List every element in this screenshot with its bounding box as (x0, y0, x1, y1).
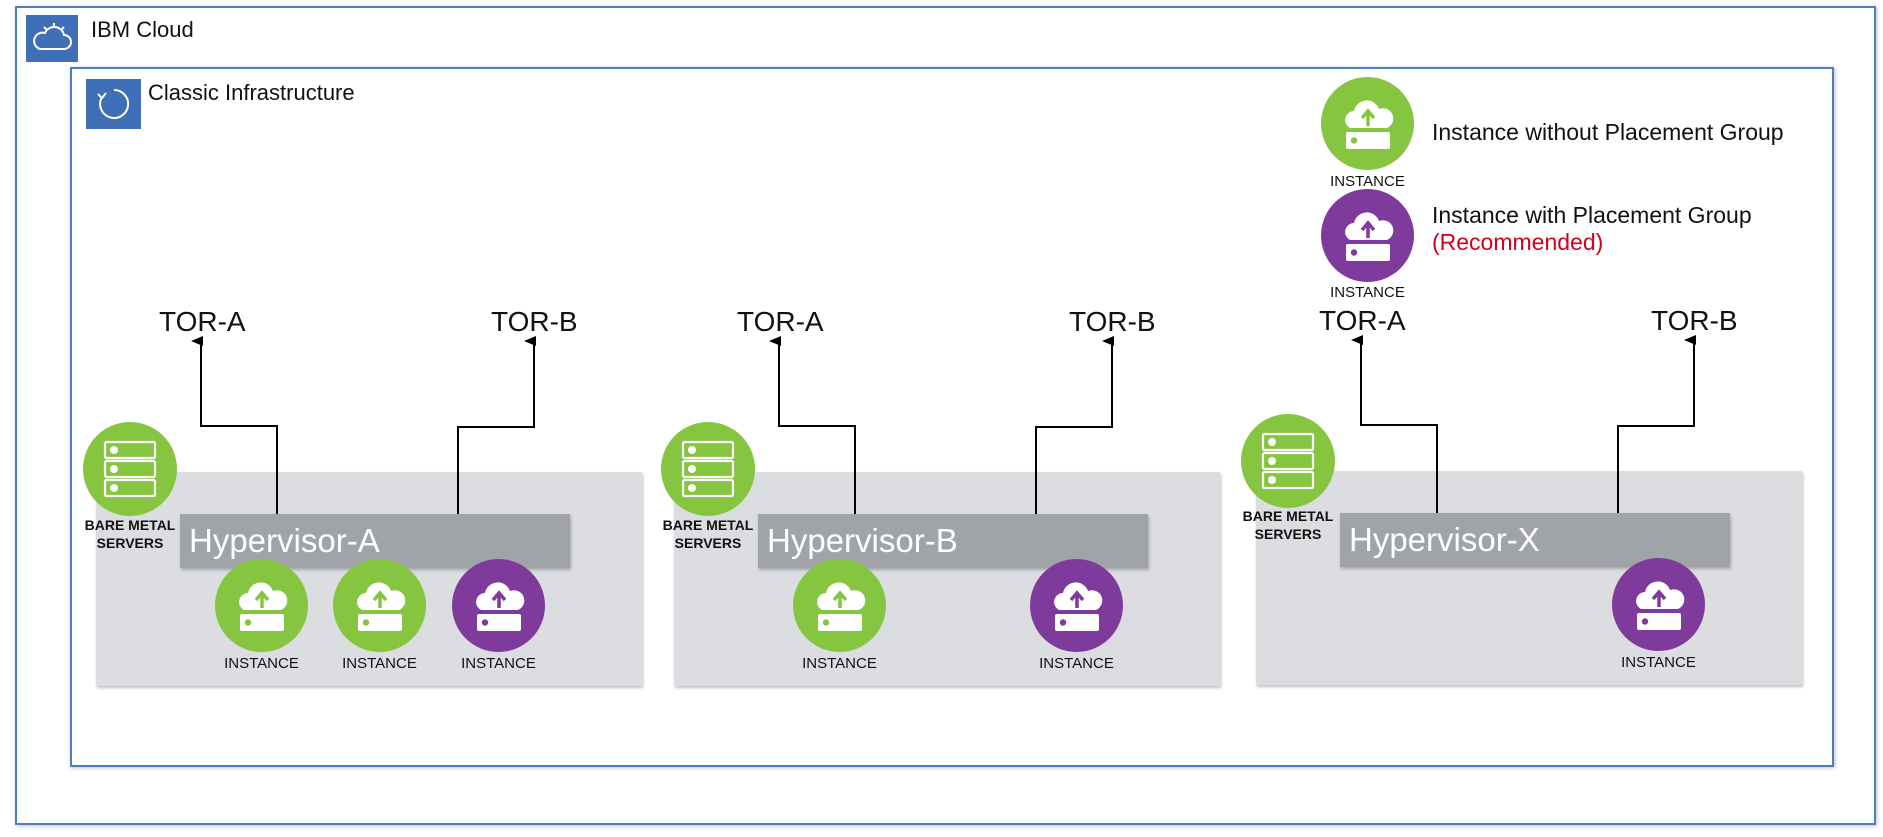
hypervisor-x-bar: Hypervisor-X (1340, 513, 1730, 567)
link-hypervisor-a-tor-b (457, 336, 536, 514)
host-x-bare-metal-line1: BARE METAL (1242, 508, 1334, 524)
host-a-tor-a-label: TOR-A (159, 306, 246, 337)
host-x-tor-b-label: TOR-B (1651, 305, 1738, 336)
instance-icon (452, 559, 545, 652)
legend-recommended-note: (Recommended) (1432, 229, 1604, 255)
instance-icon (215, 559, 308, 652)
host-b-bare-metal-line1: BARE METAL (662, 517, 754, 533)
refresh-icon (86, 79, 141, 129)
bare-metal-server-icon (83, 422, 177, 516)
instance-caption: INSTANCE (461, 655, 536, 672)
classic-infrastructure-frame (70, 67, 1834, 767)
link-hypervisor-a-tor-a (191, 336, 278, 514)
host-a-bare-metal-line2: SERVERS (96, 535, 164, 551)
instance-icon (793, 559, 886, 652)
ibm-cloud-frame (15, 6, 1876, 825)
instance-caption: INSTANCE (1039, 655, 1114, 672)
legend-instance-green-icon (1321, 77, 1414, 170)
legend-instance-green-caption: INSTANCE (1330, 173, 1405, 190)
cloud-icon (26, 15, 78, 62)
instance-icon (1612, 558, 1705, 651)
instance-caption: INSTANCE (224, 655, 299, 672)
instance-icon (1030, 559, 1123, 652)
host-a-bare-metal-caption: BARE METAL SERVERS (75, 516, 185, 552)
ibm-cloud-title: IBM Cloud (91, 17, 194, 42)
host-b-tor-a-label: TOR-A (737, 306, 824, 337)
classic-infrastructure-title: Classic Infrastructure (148, 80, 355, 105)
legend-instance-purple-caption: INSTANCE (1330, 284, 1405, 301)
host-panel-b (674, 472, 1220, 686)
instance-caption: INSTANCE (802, 655, 877, 672)
link-hypervisor-b-tor-b (1035, 336, 1114, 514)
host-panel-x (1256, 471, 1802, 685)
instance-caption: INSTANCE (342, 655, 417, 672)
host-a-tor-b-label: TOR-B (491, 306, 578, 337)
legend-with-placement-group: Instance with Placement Group (1432, 202, 1752, 228)
link-hypervisor-b-tor-a (769, 336, 856, 514)
host-a-bare-metal-line1: BARE METAL (84, 517, 176, 533)
link-hypervisor-x-tor-b (1617, 335, 1696, 513)
host-b-bare-metal-line2: SERVERS (674, 535, 742, 551)
host-b-tor-b-label: TOR-B (1069, 306, 1156, 337)
bare-metal-server-icon (661, 422, 755, 516)
legend-without-placement-group: Instance without Placement Group (1432, 119, 1784, 145)
instance-caption: INSTANCE (1621, 654, 1696, 671)
bare-metal-server-icon (1241, 414, 1335, 508)
host-x-bare-metal-caption: BARE METAL SERVERS (1233, 507, 1343, 543)
link-hypervisor-x-tor-a (1351, 335, 1438, 513)
host-b-bare-metal-caption: BARE METAL SERVERS (653, 516, 763, 552)
host-x-tor-a-label: TOR-A (1319, 305, 1406, 336)
host-x-bare-metal-line2: SERVERS (1254, 526, 1322, 542)
instance-icon (333, 559, 426, 652)
legend-instance-purple-icon (1321, 189, 1414, 282)
